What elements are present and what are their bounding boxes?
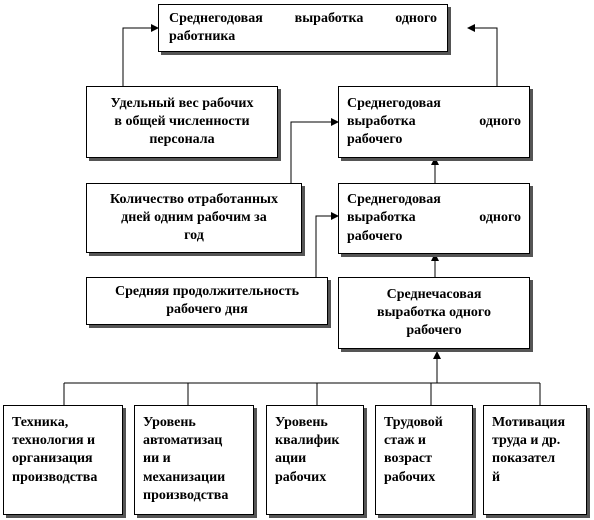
node-line: Уровень	[275, 415, 328, 430]
node-annual-output-2: Среднегодовая выработка одного рабочего	[338, 183, 530, 254]
node-line: Среднегодовая	[347, 95, 441, 111]
node-line: Уровень	[143, 415, 196, 430]
node-line: труда и др.	[492, 433, 561, 449]
node-workday-length: Средняя продолжительность рабочего дня	[86, 277, 328, 325]
node-line: Количество отработанных	[110, 191, 278, 207]
node-line: персонала	[149, 132, 215, 148]
node-line: в общей численности	[114, 113, 250, 129]
node-factor-automation: Уровень автоматизац ии и механизации произво…	[134, 405, 254, 515]
node-line: рабочего	[406, 323, 462, 339]
node-line: организация	[12, 451, 93, 467]
node-line: й	[492, 469, 501, 485]
node-line: квалифик	[275, 433, 340, 449]
node-line: возраст	[384, 451, 432, 467]
node-line: Удельный вес рабочих	[110, 95, 254, 111]
node-line: показател	[492, 451, 556, 467]
node-line: ии и	[143, 451, 171, 467]
node-line: Среднегодовая выработка одного	[169, 10, 437, 26]
node-line: рабочих	[275, 469, 327, 485]
node-line: Среднегодовая	[347, 192, 441, 208]
node-factor-technology: Техника, технология и организация производс…	[3, 405, 123, 515]
node-line: рабочих	[384, 469, 436, 485]
node-days-worked: Количество отработанных дней одним рабочи…	[86, 183, 302, 253]
node-annual-output-1: Среднегодовая выработка одного рабочего	[338, 86, 530, 158]
node-line: рабочего	[347, 228, 403, 244]
node-hourly-output: Среднечасовая выработка одного рабочего	[338, 277, 530, 349]
node-factor-motivation: Мотивация труда и др. показател й	[483, 405, 587, 515]
node-line: автоматизац	[143, 433, 223, 449]
node-line: выработка одного	[377, 304, 491, 320]
arrow-annual1-to-top	[467, 24, 498, 86]
node-share-of-workers: Удельный вес рабочих в общей численности п…	[86, 86, 278, 158]
node-factor-qualification: Уровень квалифик ации рабочих	[266, 405, 364, 515]
node-line: Техника,	[12, 415, 69, 430]
arrow-days-to-annual1	[290, 118, 339, 183]
node-line: дней одним рабочим за	[121, 209, 267, 225]
node-line: рабочего	[347, 132, 403, 148]
node-line: Мотивация	[492, 415, 566, 430]
node-factor-experience: Трудовой стаж и возраст рабочих	[375, 405, 473, 515]
node-line: ации	[275, 451, 307, 467]
node-line: Трудовой	[384, 415, 443, 430]
node-line: Среднечасовая	[386, 286, 482, 302]
node-line: Средняя продолжительность	[114, 283, 300, 299]
node-line: производства	[143, 487, 229, 503]
node-line: выработка одного	[347, 210, 521, 226]
node-annual-output-worker: Среднегодовая выработка одного работника	[158, 4, 448, 52]
node-line: стаж и	[384, 433, 426, 449]
node-line: год	[184, 228, 204, 244]
arrow-share-to-top	[122, 24, 159, 86]
node-line: рабочего дня	[166, 302, 248, 317]
node-line: технология и	[12, 433, 96, 449]
node-line: производства	[12, 469, 98, 485]
node-line: механизации	[143, 469, 226, 485]
node-line: работника	[169, 29, 236, 44]
node-line: выработка одного	[347, 113, 521, 129]
arrow-workday-to-annual2	[315, 212, 339, 277]
